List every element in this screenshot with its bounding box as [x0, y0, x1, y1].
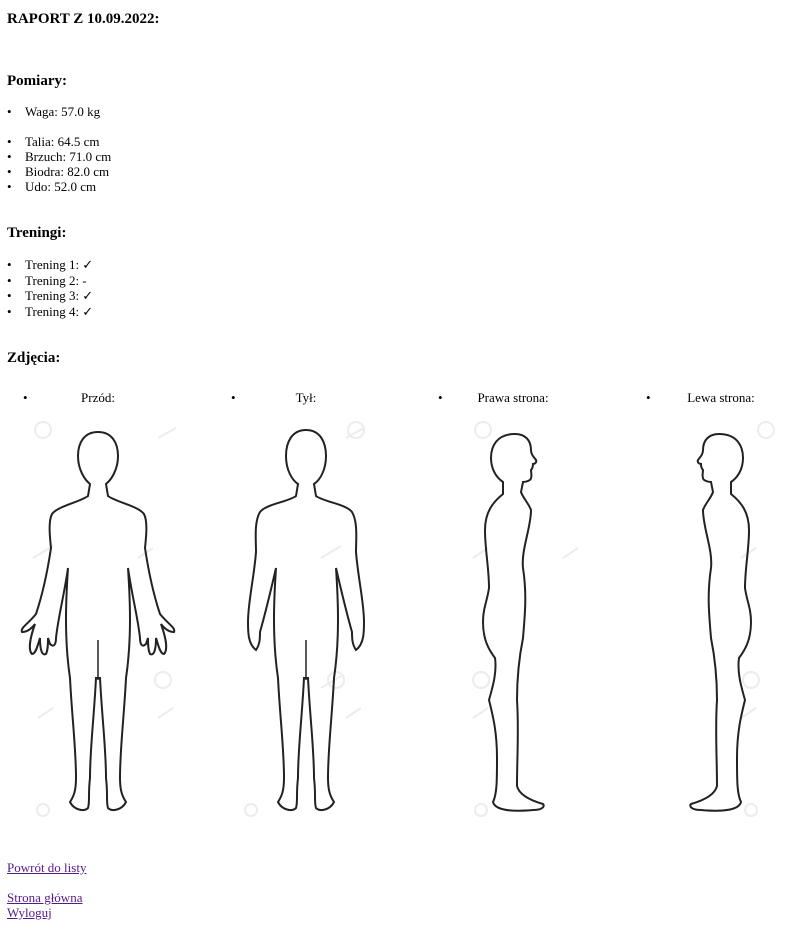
photo-label-front: Przód: [81, 390, 115, 405]
measurements-list: Talia: 64.5 cm Brzuch: 71.0 cm Biodra: 8… [7, 134, 111, 194]
photos-heading: Zdjęcia: [7, 350, 61, 366]
home-link[interactable]: Strona główna [7, 890, 83, 905]
measurements-heading: Pomiary: [7, 73, 67, 89]
list-item: Talia: 64.5 cm [7, 134, 111, 149]
list-item: Udo: 52.0 cm [7, 179, 111, 194]
trainings-list: Trening 1: ✓ Trening 2: - Trening 3: ✓ T… [7, 257, 93, 320]
report-title: RAPORT Z 10.09.2022: [7, 11, 160, 27]
photo-label-left: Lewa strona: [687, 390, 755, 405]
list-item: Trening 2: - [7, 273, 93, 289]
list-item: Trening 1: ✓ [7, 257, 93, 273]
body-front-outline-icon [20, 421, 177, 817]
list-item: Trening 3: ✓ [7, 288, 93, 304]
weight-list: Waga: 57.0 kg [7, 104, 100, 119]
body-left-side-outline-icon [689, 421, 775, 817]
body-right-side-outline-icon [472, 421, 579, 817]
list-item: Waga: 57.0 kg [7, 104, 100, 119]
trainings-heading: Treningi: [7, 225, 67, 241]
logout-link[interactable]: Wyloguj [7, 905, 52, 920]
body-back-outline-icon [244, 421, 366, 817]
photos-list: • Przód: • Tył: • Prawa strona: [0, 390, 812, 830]
list-item: Biodra: 82.0 cm [7, 164, 111, 179]
photo-label-back: Tył: [295, 390, 317, 405]
photo-label-right: Prawa strona: [477, 390, 549, 405]
back-to-list-link[interactable]: Powrót do listy [7, 860, 87, 875]
list-item: Brzuch: 71.0 cm [7, 149, 111, 164]
list-item: Trening 4: ✓ [7, 304, 93, 320]
